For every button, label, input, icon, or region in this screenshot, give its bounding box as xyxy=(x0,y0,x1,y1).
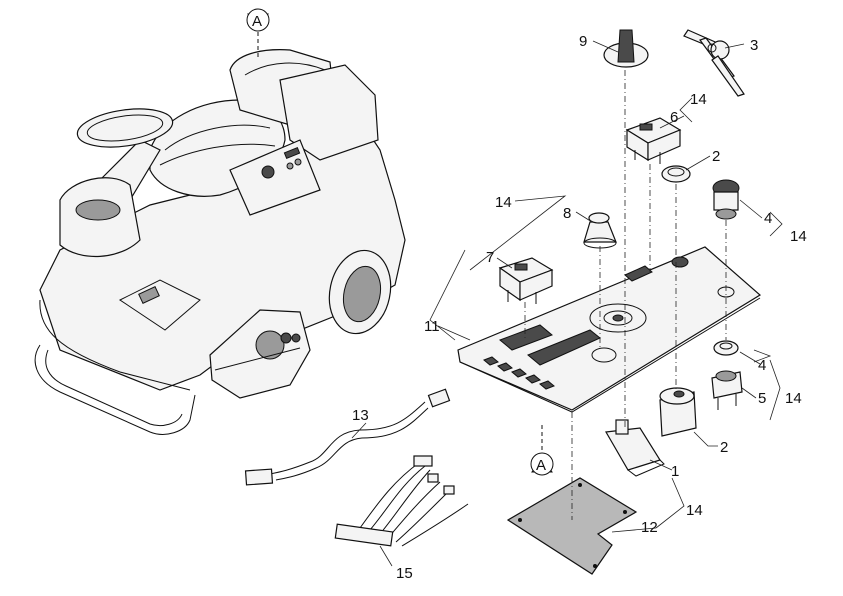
label-part-7: 7 xyxy=(486,249,494,266)
label-part-14-e: 14 xyxy=(686,502,703,519)
label-part-4-a: 4 xyxy=(764,210,772,227)
label-part-12: 12 xyxy=(641,519,658,536)
potentiometer-part-1 xyxy=(605,419,665,477)
callout-letter-top: A xyxy=(252,13,262,30)
cable-harness-part-13 xyxy=(244,388,451,486)
detail-callout-plate: A xyxy=(530,425,554,476)
label-part-11: 11 xyxy=(424,318,440,335)
label-part-8: 8 xyxy=(563,205,571,222)
label-part-5: 5 xyxy=(758,390,766,407)
label-part-1: 1 xyxy=(671,463,679,480)
nut-part-2-top xyxy=(661,165,691,183)
label-part-13: 13 xyxy=(352,407,369,424)
nut-part-4-lower xyxy=(713,340,739,356)
label-part-4-b: 4 xyxy=(758,357,766,374)
keys-part-3 xyxy=(683,29,745,97)
part-number-labels: 9 3 14 6 2 4 14 14 8 7 11 4 14 5 2 1 14 … xyxy=(352,33,807,582)
detail-callout-top: A xyxy=(246,8,270,58)
circuit-board-part-12 xyxy=(506,477,638,575)
label-part-14-a: 14 xyxy=(690,91,707,108)
ride-on-scrubber-machine xyxy=(34,49,406,435)
label-part-14-d: 14 xyxy=(785,390,802,407)
wire-harness-part-15 xyxy=(334,455,469,547)
label-part-2-b: 2 xyxy=(720,439,728,456)
pushbutton-part-top xyxy=(712,179,740,220)
label-part-2-a: 2 xyxy=(712,148,720,165)
rocker-switch-part-7 xyxy=(498,257,554,304)
label-part-3: 3 xyxy=(750,37,758,54)
label-part-9: 9 xyxy=(579,33,587,50)
leader-lines xyxy=(351,40,783,567)
label-part-6: 6 xyxy=(670,109,678,126)
knob-part-9 xyxy=(603,29,649,68)
label-part-14-b: 14 xyxy=(790,228,807,245)
callout-letter-plate: A xyxy=(536,457,546,474)
label-part-15: 15 xyxy=(396,565,413,582)
cone-button-part-8 xyxy=(583,212,617,249)
switch-body-part-5 xyxy=(711,370,743,410)
control-panel-plate xyxy=(457,246,762,413)
key-switch-body-part-2 xyxy=(659,387,697,437)
label-part-14-c: 14 xyxy=(495,194,512,211)
